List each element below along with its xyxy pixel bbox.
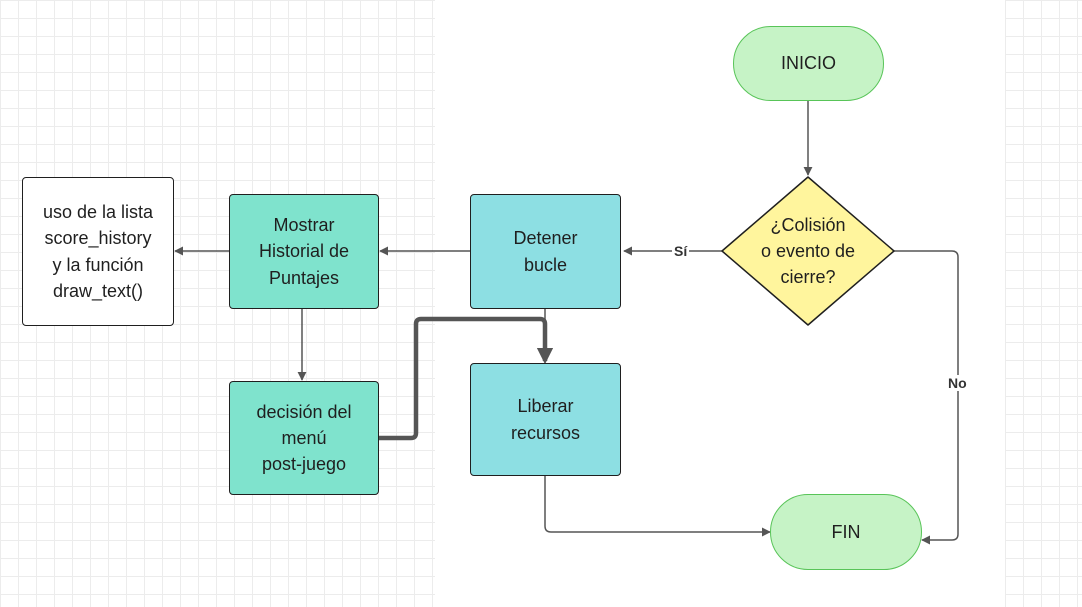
- edge-label-si: Sí: [672, 243, 690, 259]
- stop-loop-node[interactable]: Detener bucle: [470, 194, 621, 309]
- score-history-note[interactable]: uso de la lista score_history y la funci…: [22, 177, 174, 326]
- show-score-history-node[interactable]: Mostrar Historial de Puntajes: [229, 194, 379, 309]
- edge-decision-to-fin: [894, 250, 959, 545]
- decision-node-label: ¿Colisión o evento de cierre?: [760, 214, 856, 288]
- grid-background-right: [1005, 0, 1082, 607]
- decision-diamond[interactable]: [721, 176, 895, 326]
- end-node[interactable]: FIN: [770, 494, 922, 570]
- free-resources-node[interactable]: Liberar recursos: [470, 363, 621, 476]
- edge-liberar-to-fin: [544, 476, 771, 537]
- edge-label-no: No: [946, 375, 969, 391]
- post-game-menu-node[interactable]: decisión del menú post-juego: [229, 381, 379, 495]
- edge-decision-menu-to-liberar: [379, 316, 554, 441]
- start-node[interactable]: INICIO: [733, 26, 884, 101]
